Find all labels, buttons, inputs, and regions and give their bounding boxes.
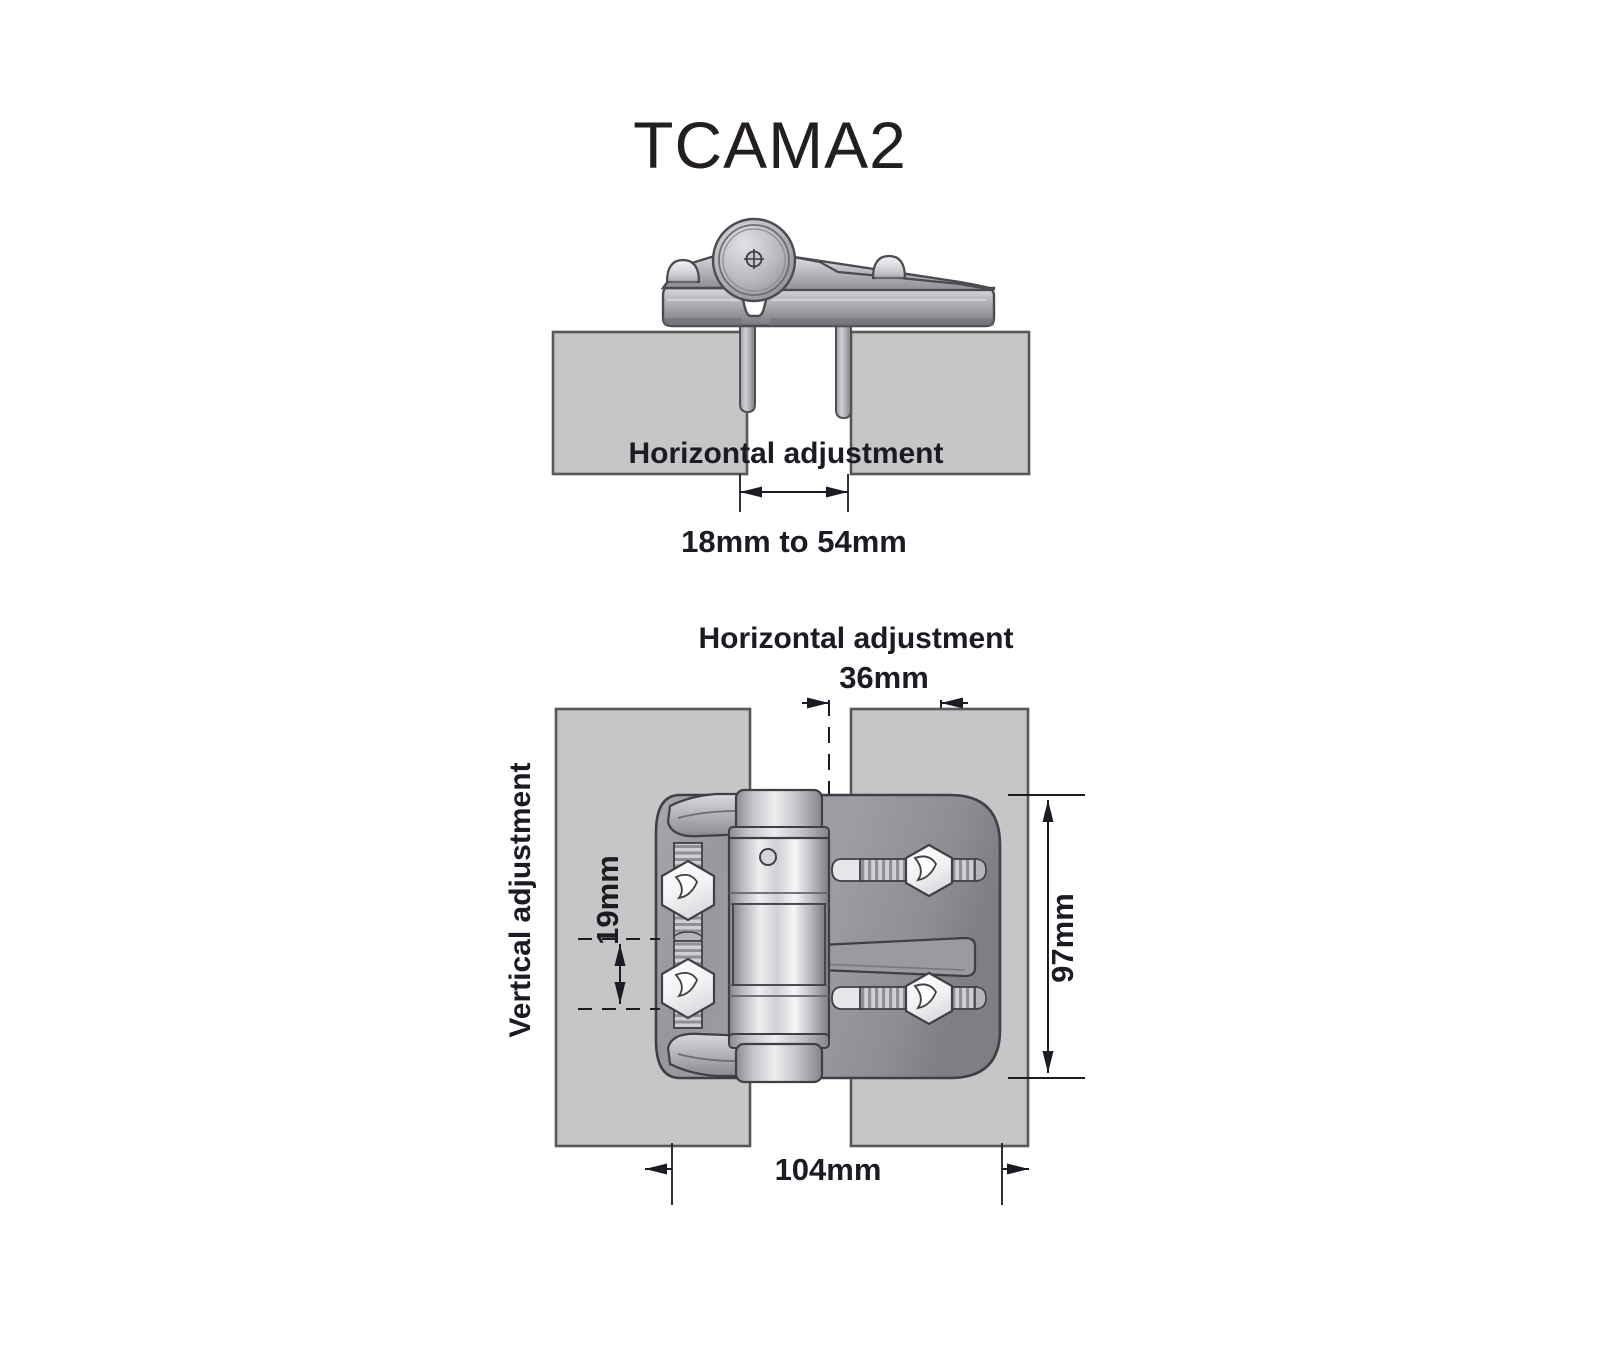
height-dimension bbox=[1008, 794, 1085, 1079]
bottom-horizontal-adjustment-label: Horizontal adjustment bbox=[698, 622, 1013, 655]
top-left-dome-bolt-icon bbox=[665, 258, 701, 284]
horizontal-bolt-lower bbox=[831, 971, 987, 1026]
front-elevation-hinge-view: Horizontal adjustment 36mm bbox=[504, 622, 1085, 1205]
top-hinge-body bbox=[661, 286, 996, 328]
horizontal-bolt-upper bbox=[831, 843, 987, 898]
vertical-adjustment-value: 19mm bbox=[590, 855, 625, 945]
page-title: TCAMA2 bbox=[633, 108, 907, 182]
width-dimension bbox=[645, 1143, 1029, 1205]
vertical-bolt-lower bbox=[660, 940, 716, 1029]
bottom-horizontal-adjustment-value: 36mm bbox=[839, 660, 929, 695]
top-dimension-line bbox=[739, 474, 849, 512]
top-pivot-screw-icon bbox=[744, 249, 764, 269]
top-left-panel bbox=[551, 330, 749, 476]
hinge-pivot-barrel bbox=[727, 788, 831, 1084]
top-right-panel bbox=[849, 330, 1031, 476]
vertical-adjustment-label: Vertical adjustment bbox=[504, 762, 537, 1037]
bottom-horizontal-dimension-arrows bbox=[802, 697, 968, 709]
top-plan-hinge-view: Horizontal adjustment 18mm to 54mm bbox=[551, 217, 1031, 559]
vertical-adjustment-dimension bbox=[578, 938, 660, 1010]
height-dimension-value: 97mm bbox=[1045, 893, 1080, 983]
top-horizontal-adjustment-label: Horizontal adjustment bbox=[628, 437, 943, 470]
top-hinge-legs bbox=[739, 317, 852, 420]
top-dimension-value: 18mm to 54mm bbox=[681, 524, 907, 559]
top-right-dome-bolt-icon bbox=[871, 254, 907, 280]
width-dimension-value: 104mm bbox=[775, 1152, 882, 1187]
